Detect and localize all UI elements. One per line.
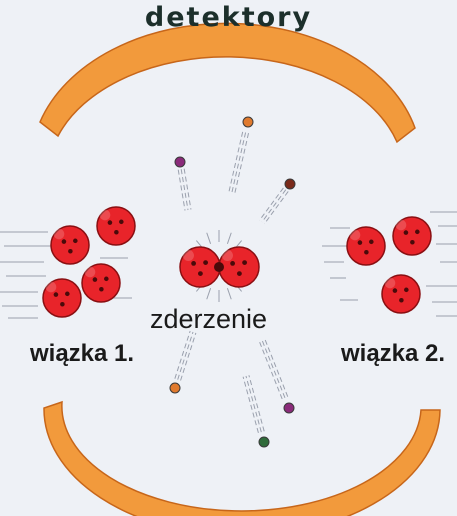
flash-ray bbox=[206, 288, 212, 300]
quark bbox=[242, 260, 248, 265]
quark bbox=[369, 239, 374, 245]
particle-trail bbox=[259, 187, 284, 221]
collision-label: zderzenie bbox=[150, 304, 268, 334]
proton-highlight bbox=[53, 228, 65, 240]
proton-highlight bbox=[45, 281, 57, 293]
proton-highlight bbox=[221, 249, 233, 261]
detector-top-arc bbox=[39, 22, 416, 144]
particle-trail bbox=[242, 376, 259, 434]
proton bbox=[392, 216, 432, 256]
flash-ray bbox=[226, 288, 232, 300]
particle-trail bbox=[174, 330, 191, 379]
particle bbox=[174, 156, 186, 168]
detector-bottom-arc bbox=[43, 400, 441, 516]
quark bbox=[403, 230, 409, 235]
quark bbox=[415, 229, 420, 235]
quark bbox=[114, 229, 119, 235]
proton bbox=[42, 278, 82, 318]
particle bbox=[284, 178, 296, 190]
quark bbox=[230, 261, 236, 266]
beam-1-label: wiązka 1. bbox=[30, 340, 135, 367]
motion-streaks bbox=[0, 211, 457, 319]
quark bbox=[203, 260, 209, 265]
quark bbox=[198, 271, 203, 276]
proton bbox=[346, 226, 386, 266]
quark bbox=[104, 276, 109, 282]
quark bbox=[410, 239, 415, 245]
particle bbox=[242, 116, 254, 128]
proton bbox=[81, 263, 121, 303]
particle-trail bbox=[183, 168, 192, 210]
proton bbox=[218, 246, 260, 288]
particle-trail bbox=[180, 169, 189, 211]
particle-trail bbox=[261, 189, 287, 223]
proton-body bbox=[392, 216, 432, 256]
particle bbox=[258, 436, 270, 448]
beam-2-label: wiązka 2. bbox=[341, 340, 446, 367]
quark bbox=[392, 288, 398, 293]
quark bbox=[60, 301, 65, 307]
quark bbox=[364, 249, 369, 255]
proton bbox=[50, 225, 90, 265]
proton-body bbox=[381, 274, 421, 314]
proton-highlight bbox=[349, 229, 361, 241]
proton-highlight bbox=[99, 209, 111, 221]
proton-body bbox=[42, 278, 82, 318]
proton bbox=[381, 274, 421, 314]
detectors-label: detektory bbox=[144, 2, 313, 33]
proton-body bbox=[346, 226, 386, 266]
particle-trail bbox=[264, 338, 289, 397]
particle-trail bbox=[180, 332, 197, 381]
quark bbox=[357, 240, 363, 245]
particle-trail bbox=[231, 132, 247, 193]
particle-trail bbox=[245, 375, 262, 433]
particle-trail bbox=[258, 340, 283, 400]
proton bbox=[96, 206, 136, 246]
particle-trail bbox=[264, 191, 289, 225]
quark bbox=[107, 220, 113, 225]
quark bbox=[119, 219, 124, 225]
particle-trail bbox=[177, 169, 186, 211]
particle-trail bbox=[228, 131, 244, 192]
quark bbox=[73, 238, 78, 244]
proton-body bbox=[96, 206, 136, 246]
particle-trail bbox=[234, 133, 250, 193]
particle bbox=[169, 382, 181, 394]
quark bbox=[92, 277, 98, 282]
quark bbox=[237, 271, 242, 276]
quark bbox=[65, 291, 70, 297]
particle-trail bbox=[248, 375, 265, 432]
proton-body bbox=[81, 263, 121, 303]
quark bbox=[191, 261, 197, 266]
flash-ray bbox=[226, 232, 232, 244]
proton-highlight bbox=[182, 249, 194, 261]
quark bbox=[404, 287, 409, 293]
particle-group bbox=[169, 116, 296, 448]
quark bbox=[68, 248, 73, 254]
flash-ray bbox=[206, 232, 212, 244]
proton-highlight bbox=[84, 266, 96, 278]
quark bbox=[53, 292, 59, 297]
proton-highlight bbox=[395, 219, 407, 231]
proton-body bbox=[50, 225, 90, 265]
particle-trail bbox=[261, 339, 286, 398]
collision-point bbox=[214, 262, 224, 272]
quark bbox=[399, 297, 404, 303]
particle bbox=[283, 402, 295, 414]
particle-trail bbox=[177, 331, 194, 380]
quark bbox=[61, 239, 67, 244]
proton-highlight bbox=[384, 277, 396, 289]
quark bbox=[99, 286, 104, 292]
proton-group bbox=[42, 206, 432, 318]
